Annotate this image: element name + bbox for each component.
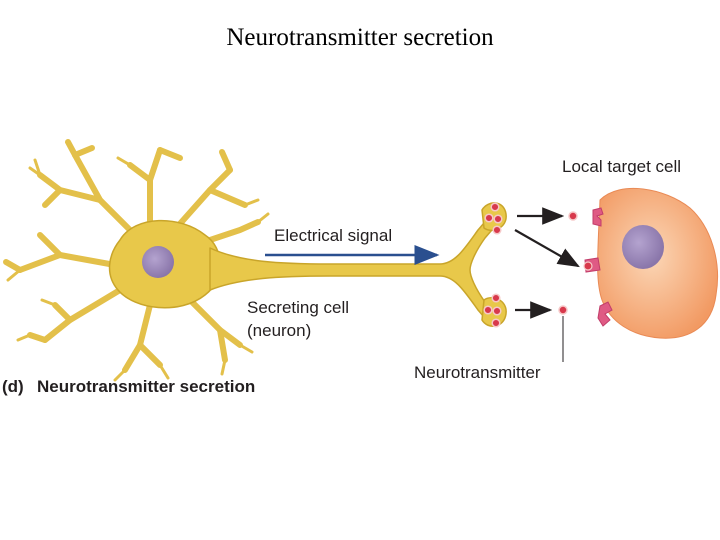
released-neurotransmitters (558, 211, 578, 315)
local-target-cell (597, 188, 719, 339)
slide-title: Neurotransmitter secretion (226, 24, 494, 51)
upper-terminal-vesicles (484, 202, 503, 235)
release-arrow-diagonal (514, 229, 580, 268)
secreting-neuron (3, 139, 507, 382)
dendrites (3, 139, 261, 373)
secreting-cell-sublabel: (neuron) (247, 321, 311, 340)
figure-caption-letter: (d) (2, 377, 24, 396)
dendrite-fine-branches (6, 156, 270, 382)
figure-caption: Neurotransmitter secretion (37, 377, 255, 396)
secreting-cell-label: Secreting cell (247, 298, 349, 317)
neurotransmitter-secretion-diagram: Local target cell Electrical signal Secr… (2, 139, 719, 396)
neurotransmitter-label: Neurotransmitter (414, 363, 541, 382)
target-cell-nucleus (622, 225, 664, 269)
axon (209, 215, 498, 325)
electrical-signal-label: Electrical signal (274, 226, 392, 245)
lower-terminal-vesicles (483, 293, 502, 328)
upper-axon-terminal (481, 202, 507, 232)
local-target-cell-label: Local target cell (562, 157, 681, 176)
neuron-nucleus (142, 246, 174, 278)
target-cell-receptors (583, 207, 613, 327)
